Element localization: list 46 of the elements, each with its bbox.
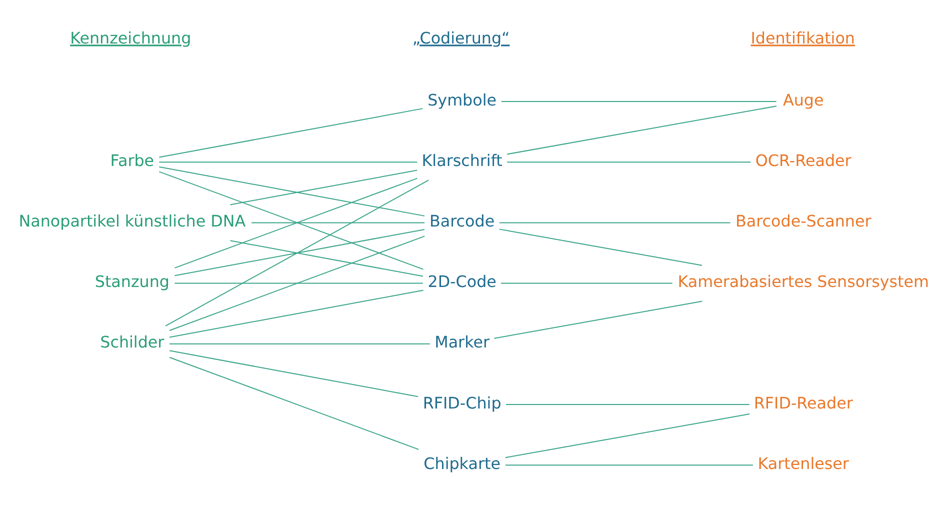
connector — [498, 228, 702, 266]
connector — [504, 413, 750, 458]
connector — [158, 108, 424, 158]
label: „Codierung“ — [412, 28, 510, 48]
node-text: Nanopartikel künstliche DNA — [18, 211, 246, 230]
connector — [169, 343, 430, 344]
connector — [500, 282, 673, 284]
node-text: Barcode-Scanner — [736, 211, 872, 230]
connector — [158, 166, 426, 216]
connector — [174, 282, 424, 284]
connector — [169, 290, 424, 338]
connector — [506, 106, 777, 155]
node-text: Stanzung — [94, 272, 170, 292]
label: Kennzeichnung — [70, 28, 192, 48]
connector — [174, 178, 418, 268]
node-text: Marker — [434, 332, 490, 352]
connector — [169, 356, 420, 450]
connector — [165, 180, 429, 326]
connector — [230, 240, 424, 277]
connector — [504, 464, 754, 466]
connector — [506, 404, 750, 406]
node-text: OCR-Reader — [755, 150, 852, 170]
node-text: Barcode — [430, 211, 495, 230]
node-text: Farbe — [110, 150, 154, 170]
label: Identifikation — [750, 28, 856, 48]
connector — [498, 222, 731, 224]
node-text: RFID-Reader — [754, 393, 853, 412]
connector — [494, 300, 703, 339]
node-text: Kamerabasiertes Sensorsystem — [678, 272, 930, 292]
node-text: Klarschrift — [422, 150, 502, 170]
connector — [506, 162, 752, 163]
connector — [251, 222, 426, 224]
node-text: Schilder — [100, 332, 164, 352]
node-text: Chipkarte — [424, 454, 500, 473]
connector — [158, 171, 424, 270]
connector — [169, 350, 419, 398]
node-text: RFID-Chip — [422, 393, 502, 412]
connector — [169, 236, 426, 331]
node-text: 2D-Code — [428, 272, 496, 292]
connector — [158, 162, 418, 163]
node-text: Auge — [783, 90, 824, 110]
connector — [500, 100, 777, 102]
node-text: Kartenleser — [758, 454, 849, 473]
connector — [230, 170, 418, 206]
connector — [174, 228, 425, 276]
node-text: Symbole — [428, 90, 497, 110]
